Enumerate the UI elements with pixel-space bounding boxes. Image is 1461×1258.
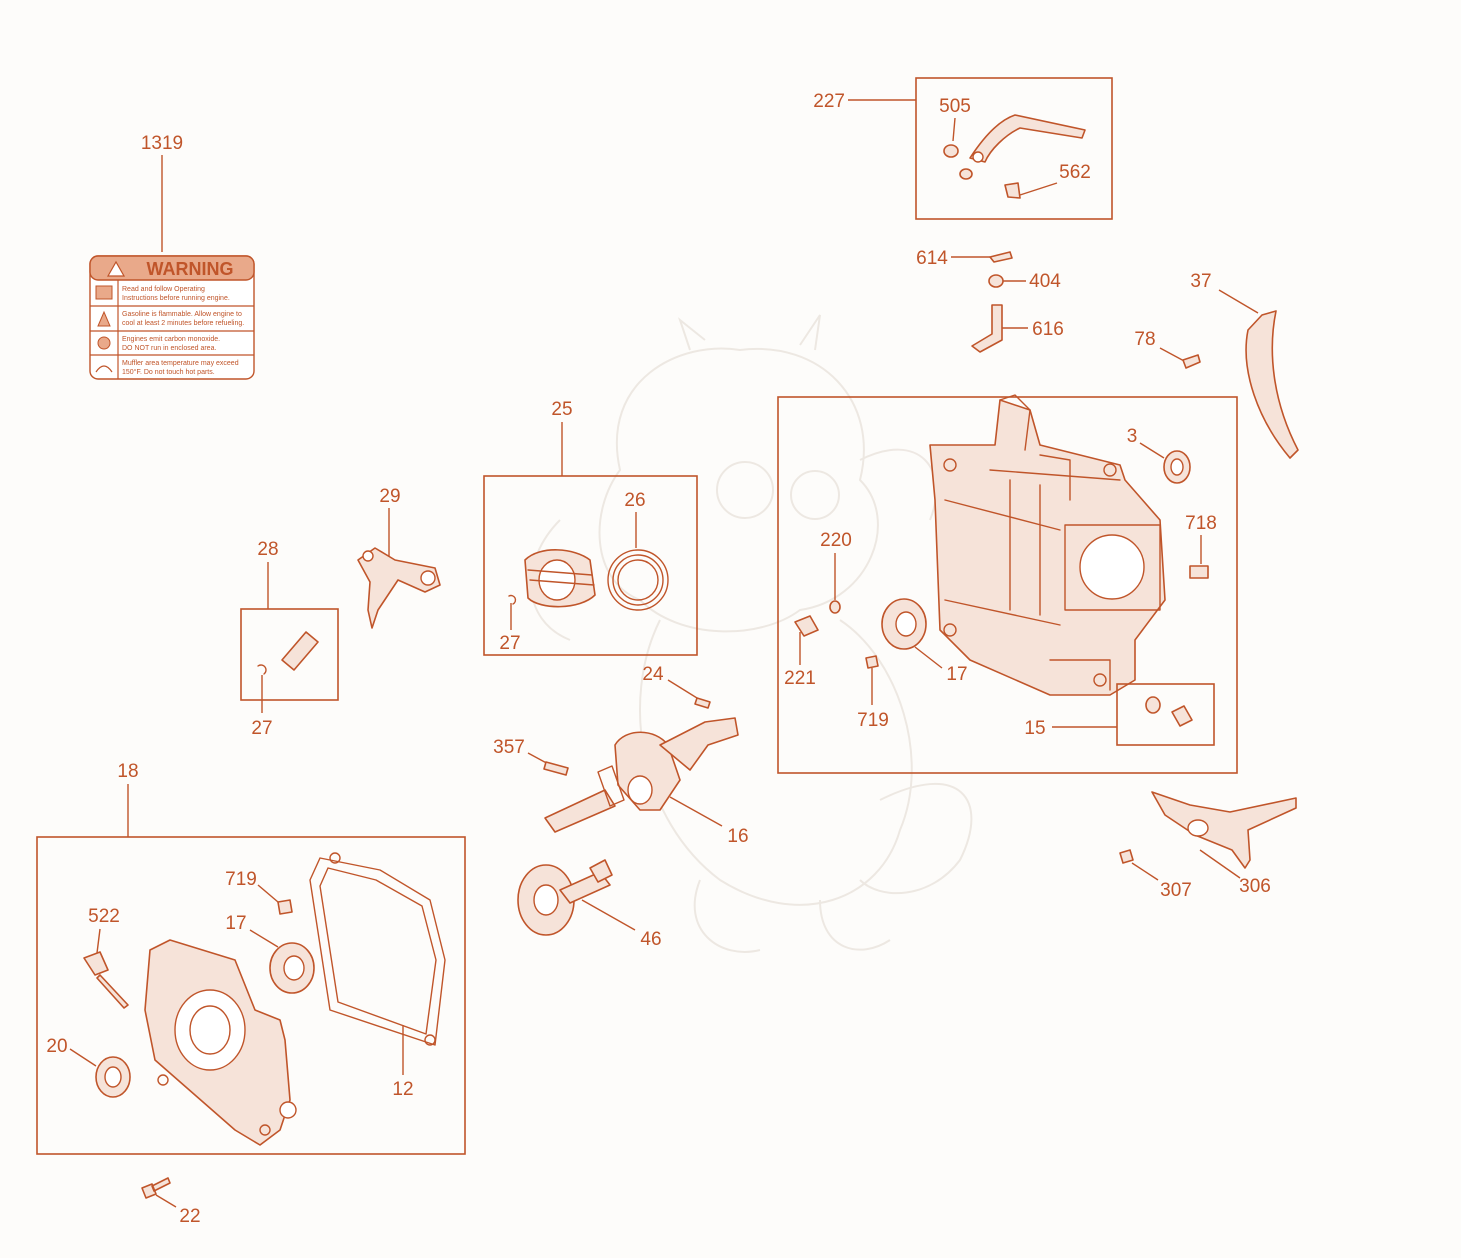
- warning-line: 150°F. Do not touch hot parts.: [122, 368, 215, 376]
- camshaft-part: [517, 859, 613, 936]
- piston-pin-part: [281, 631, 319, 671]
- warning-line: cool at least 2 minutes before refueling…: [122, 320, 244, 327]
- part-label-3: 3: [1127, 426, 1138, 447]
- part-label-306: 306: [1239, 876, 1271, 897]
- dowel-pin-part: [277, 899, 293, 915]
- part-label-28: 28: [257, 539, 278, 560]
- warning-decal: WARNING Read and follow Operating Instru…: [89, 255, 255, 380]
- main-bearing-part: [881, 598, 927, 650]
- warning-heading: WARNING: [147, 259, 234, 279]
- crankcase-cover-part: [144, 939, 297, 1146]
- key-part: [694, 697, 711, 709]
- screw-part: [1182, 354, 1201, 369]
- group-box-18: [36, 836, 466, 1155]
- part-label-522: 522: [88, 906, 120, 927]
- crankshaft-part: [544, 717, 739, 833]
- part-label-719a: 719: [857, 710, 889, 731]
- part-label-29: 29: [379, 486, 400, 507]
- part-label-16: 16: [727, 826, 748, 847]
- part-label-78: 78: [1134, 329, 1155, 350]
- warning-line: DO NOT run in enclosed area.: [122, 345, 216, 352]
- part-label-17b: 17: [225, 913, 246, 934]
- warning-line: Gasoline is flammable. Allow engine to: [122, 311, 242, 318]
- air-guide-part: [1245, 310, 1299, 459]
- key-part: [543, 761, 569, 776]
- part-label-221: 221: [784, 668, 816, 689]
- part-label-46: 46: [640, 929, 661, 950]
- part-label-307: 307: [1160, 880, 1192, 901]
- group-box-28: [240, 608, 339, 701]
- part-label-357: 357: [493, 737, 525, 758]
- manual-icon: [95, 285, 113, 300]
- part-label-17a: 17: [946, 664, 967, 685]
- part-label-227: 227: [813, 91, 845, 112]
- warning-line: Read and follow Operating: [122, 286, 205, 293]
- piston-part: [524, 549, 596, 608]
- clip-part: [508, 594, 517, 605]
- part-label-22: 22: [179, 1206, 200, 1227]
- warning-triangle-icon: [106, 260, 126, 277]
- cover-bearing-part: [269, 942, 315, 994]
- part-label-220: 220: [820, 530, 852, 551]
- part-label-562: 562: [1059, 162, 1091, 183]
- governor-lever-part: [943, 114, 1086, 199]
- washer-part: [829, 600, 841, 614]
- screw-part: [1119, 849, 1134, 864]
- piston-rings-part: [607, 549, 669, 611]
- part-label-616: 616: [1032, 319, 1064, 340]
- part-label-27b: 27: [251, 718, 272, 739]
- part-label-1319: 1319: [141, 133, 183, 154]
- crankcase-block-part: [929, 394, 1166, 696]
- warning-line: Muffler area temperature may exceed: [122, 360, 239, 367]
- part-label-15: 15: [1024, 718, 1045, 739]
- part-label-614: 614: [916, 248, 948, 269]
- oil-seal-part: [1163, 450, 1191, 484]
- part-label-24: 24: [642, 664, 664, 685]
- part-label-26: 26: [624, 490, 645, 511]
- hot-surface-icon: [95, 365, 113, 373]
- connecting-rod-part: [357, 547, 441, 629]
- dowel-pin-part: [865, 655, 879, 669]
- part-label-37: 37: [1190, 271, 1211, 292]
- group-box-227: [915, 77, 1113, 220]
- bolt-part: [141, 1177, 171, 1199]
- part-label-25: 25: [551, 399, 572, 420]
- spring-part: [988, 274, 1004, 288]
- bolt-part: [794, 615, 819, 637]
- part-label-20: 20: [46, 1036, 67, 1057]
- warning-line: Engines emit carbon monoxide.: [122, 336, 220, 343]
- part-label-12: 12: [392, 1079, 413, 1100]
- drain-washer-part: [1145, 696, 1161, 714]
- part-label-505: 505: [939, 96, 971, 117]
- part-label-18: 18: [117, 761, 138, 782]
- clip-part: [989, 251, 1013, 263]
- dowel-pin-part: [1189, 565, 1209, 579]
- part-label-404: 404: [1029, 271, 1061, 292]
- gasket-part: [309, 852, 446, 1046]
- baffle-part: [1151, 791, 1297, 869]
- part-label-719b: 719: [225, 869, 257, 890]
- part-label-27a: 27: [499, 633, 520, 654]
- flame-icon: [97, 310, 111, 327]
- cover-oil-seal-part: [95, 1056, 131, 1098]
- fumes-icon: [97, 336, 111, 350]
- warning-line: Instructions before running engine.: [122, 295, 230, 302]
- drain-plug-part: [1171, 705, 1193, 727]
- group-box-15: [1116, 683, 1215, 746]
- group-box-25: [483, 475, 698, 656]
- dipstick-part: [83, 951, 129, 1009]
- clip-part: [257, 664, 267, 675]
- shaft-part: [971, 304, 1003, 353]
- part-label-718: 718: [1185, 513, 1217, 534]
